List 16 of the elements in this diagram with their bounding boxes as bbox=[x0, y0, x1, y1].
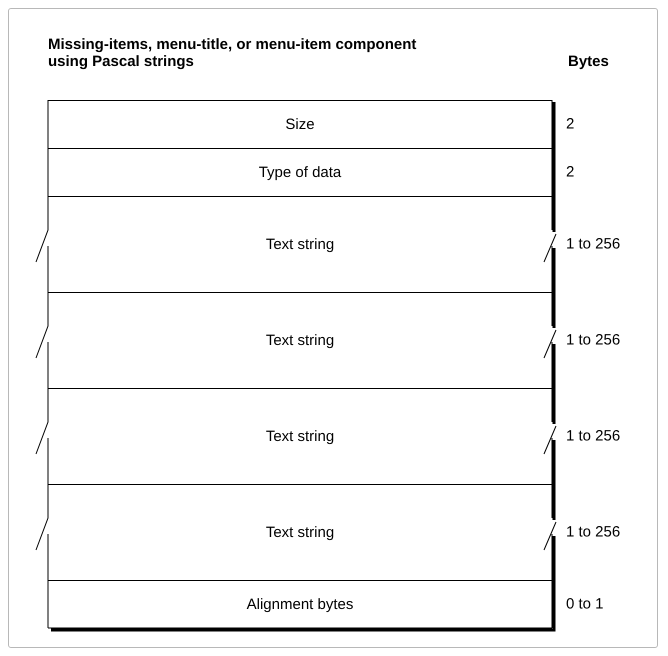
diagram-title: Missing-items, menu-title, or menu-item component using Pascal strings bbox=[48, 36, 418, 70]
column-header: Bytes bbox=[568, 53, 609, 70]
byte-count: 1 to 256 bbox=[566, 428, 620, 444]
field-name: Text string bbox=[266, 524, 334, 541]
byte-count: 1 to 256 bbox=[566, 524, 620, 540]
field-name: Text string bbox=[266, 428, 334, 445]
byte-count: 2 bbox=[566, 116, 574, 132]
byte-count: 0 to 1 bbox=[566, 596, 604, 612]
byte-count: 1 to 256 bbox=[566, 236, 620, 252]
field-name: Alignment bytes bbox=[246, 596, 354, 613]
byte-count: 2 bbox=[566, 164, 574, 180]
field-name: Text string bbox=[266, 332, 334, 349]
byte-count: 1 to 256 bbox=[566, 332, 620, 348]
field-name: Text string bbox=[266, 236, 334, 253]
field-name: Type of data bbox=[258, 164, 342, 181]
field-name: Size bbox=[285, 116, 315, 133]
